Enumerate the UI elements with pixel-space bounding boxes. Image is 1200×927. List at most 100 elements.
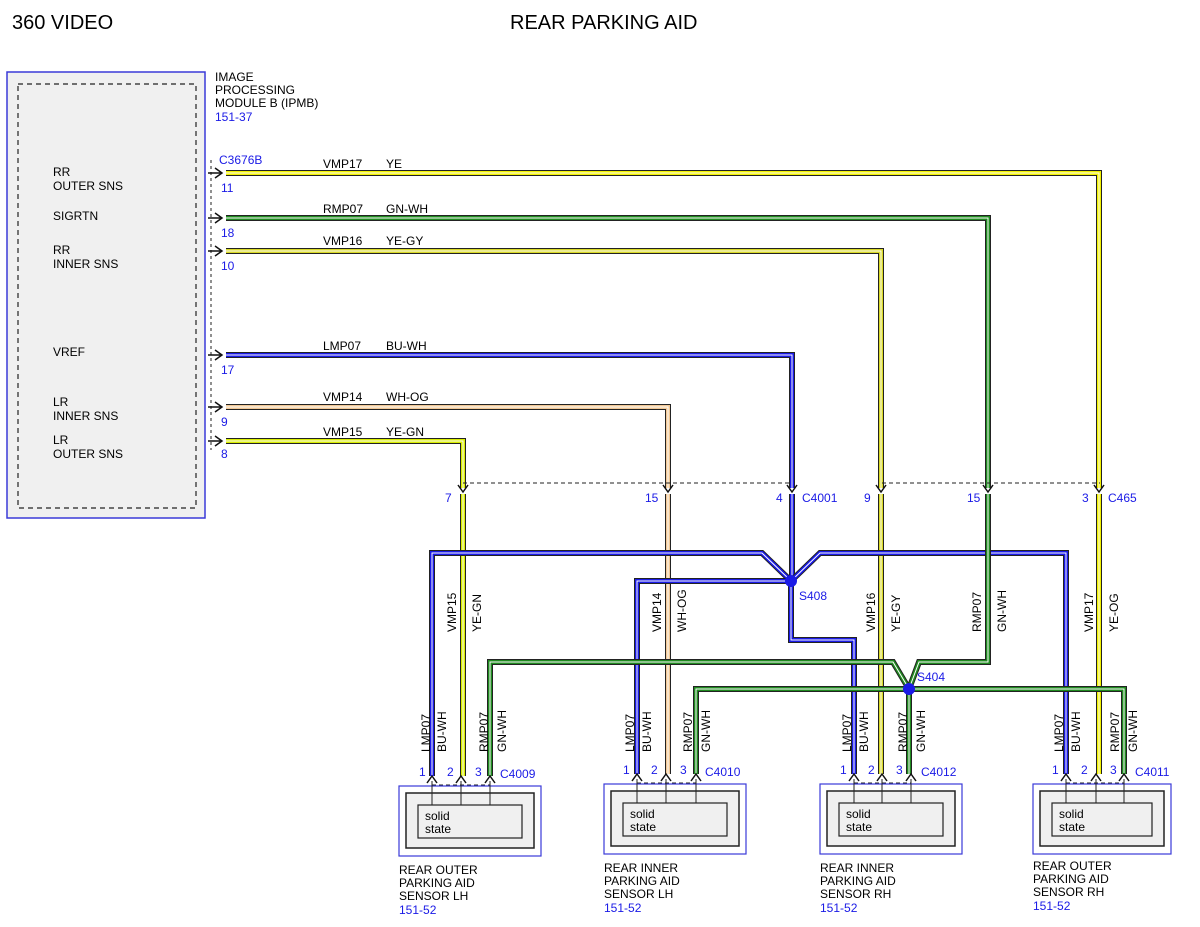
pin-label-sigrtn: SIGRTN (53, 209, 98, 223)
wire-color-ye-gn: YE-GN (386, 425, 424, 439)
sensor-wire-rmp07: RMP07 (896, 712, 910, 752)
sensor-wire-gn-wh: GN-WH (699, 710, 713, 752)
inline-pin-arrow-5 (1093, 484, 1105, 494)
sensor-connector-name: C4010 (705, 765, 741, 779)
sensor-name-1: REAR OUTER (1033, 859, 1112, 873)
sensor-pin-arrow-5 (690, 772, 702, 782)
sensor-name-2: PARKING AID (820, 874, 896, 888)
wire-label-lmp07: LMP07 (323, 339, 361, 353)
wire-rmp07-lh-outer (487, 659, 912, 776)
sensor-wire-bu-wh: BU-WH (1069, 711, 1083, 752)
inline-pin-arrow-1 (662, 484, 674, 494)
wire-lmp07-rh-inner (788, 581, 857, 774)
sensor-wire-bu-wh: BU-WH (640, 711, 654, 752)
module-pin-arrow-4 (208, 401, 224, 413)
sensor-wire-gn-wh: GN-WH (495, 710, 509, 752)
module-pin-arrow-1 (208, 212, 224, 224)
drop-color-wh-og: WH-OG (675, 589, 689, 632)
inline-pin-arrow-0 (457, 484, 469, 494)
wire-lmp07-lh-inner (634, 578, 791, 774)
pin-label-rr-inner-1: RR (53, 243, 71, 257)
wire-label-vmp17: VMP17 (323, 157, 363, 171)
pin-number-9: 9 (221, 415, 228, 429)
sensor-wire-lmp07: LMP07 (840, 714, 854, 752)
splice-s404-dot (903, 683, 915, 695)
sensor-ref: 151-52 (820, 901, 858, 915)
sensor-name-2: PARKING AID (604, 874, 680, 888)
sensor-wire-gn-wh: GN-WH (1126, 710, 1140, 752)
sensor-pin-2: 2 (868, 763, 875, 777)
drop-label-vmp15: VMP15 (445, 592, 459, 632)
sensor-pin-1: 1 (419, 765, 426, 779)
wire-vmp14-wh-og-stroke (226, 405, 670, 488)
c465-pin-9: 9 (864, 491, 871, 505)
sensor-chip-label-2: state (846, 820, 872, 834)
wire-rmp07-rh-outer (909, 686, 1127, 774)
c4001-name: C4001 (802, 491, 838, 505)
drop-label-rmp07: RMP07 (970, 592, 984, 632)
sensor-pin-arrow-2 (484, 774, 496, 784)
wire-rmp07-lh-inner (693, 686, 909, 774)
sensor-chip (838, 802, 944, 837)
sensor-connector-name: C4009 (500, 767, 536, 781)
sensor-chip-label-1: solid (846, 807, 871, 821)
wire-rmp07-rh-outer-stroke (909, 688, 1125, 774)
sensor-pin-arrow-7 (876, 772, 888, 782)
wire-vmp16-ye-gy-stroke (226, 248, 884, 488)
sensor-connector-name: C4012 (921, 765, 957, 779)
sensor-chip-label-2: state (630, 820, 656, 834)
sensor-chip-label-1: solid (630, 807, 655, 821)
pin-number-18: 18 (221, 226, 235, 240)
splices: S408 S404 (785, 575, 945, 695)
sensor-c4012: LMP07 BU-WH RMP07 GN-WH 1 2 3 C4012 soli… (819, 710, 963, 915)
sensor-name-1: REAR INNER (604, 861, 678, 875)
wire-label-rmp07: RMP07 (323, 202, 363, 216)
wire-harness (226, 170, 1127, 776)
pin-number-11: 11 (221, 181, 234, 195)
wire-rmp07-lh-inner-stroke (694, 687, 909, 774)
sensor-c4012-wire-labels: LMP07 BU-WH RMP07 GN-WH (840, 710, 928, 752)
pin-label-rr-inner-2: INNER SNS (53, 257, 118, 271)
sensor-pin-1: 1 (1052, 763, 1059, 777)
sensor-wire-lmp07: LMP07 (623, 714, 637, 752)
sensor-chip-label-1: solid (1059, 807, 1084, 821)
sensor-wire-rmp07: RMP07 (681, 712, 695, 752)
wire-rmp07-to-s404 (906, 494, 991, 691)
module-pin-arrow-3 (208, 349, 224, 361)
sensor-name-3: SENSOR LH (399, 889, 468, 903)
drop-color-ye-og: YE-OG (1107, 593, 1121, 632)
c465-pin-15: 15 (967, 491, 981, 505)
sensor-ref: 151-52 (1033, 899, 1071, 913)
wire-lmp07-bu-wh-stroke (226, 354, 793, 488)
c4001-pin-4: 4 (776, 491, 783, 505)
sensor-pin-arrow-4 (660, 772, 672, 782)
wire-vmp15-ye-gn-stroke (226, 439, 465, 488)
drop-labels: VMP15 YE-GN VMP14 WH-OG VMP16 YE-GY RMP0… (445, 589, 1121, 632)
inline-connectors: 7 15 4 C4001 9 15 3 C465 (445, 482, 1137, 505)
sensor-pin-1: 1 (840, 763, 847, 777)
wire-labels: VMP17 YE RMP07 GN-WH VMP16 YE-GY LMP07 B… (323, 157, 429, 439)
wire-color-wh-og: WH-OG (386, 390, 429, 404)
c465-name: C465 (1108, 491, 1137, 505)
wire-rmp07-rh-outer-stroke (909, 687, 1126, 774)
module-pin-arrow-0 (208, 167, 224, 179)
drop-color-ye-gn: YE-GN (470, 594, 484, 632)
sensor-pin-arrow-8 (905, 772, 917, 782)
module-pin-arrow-2 (208, 245, 224, 257)
pin-number-17: 17 (221, 363, 235, 377)
sensor-pin-arrow-11 (1118, 772, 1130, 782)
sensor-pin-3: 3 (896, 763, 903, 777)
pin-label-lr-outer-2: OUTER SNS (53, 447, 123, 461)
ipmb-ref: 151-37 (215, 110, 253, 124)
wire-color-ye: YE (386, 157, 402, 171)
sensor-chip-label-2: state (425, 822, 451, 836)
drop-label-vmp14: VMP14 (650, 592, 664, 632)
wire-vmp16-ye-gy-stroke (226, 250, 882, 488)
splice-s404-label: S404 (917, 670, 945, 684)
drop-label-vmp16: VMP16 (864, 592, 878, 632)
sensor-name-1: REAR INNER (820, 861, 894, 875)
wire-vmp15-ye-gn-stroke (226, 440, 464, 488)
ipmb-module-inner (17, 83, 197, 509)
wire-lmp07-lh-outer-stroke (431, 552, 792, 776)
ipmb-name-1: IMAGE (215, 70, 254, 84)
